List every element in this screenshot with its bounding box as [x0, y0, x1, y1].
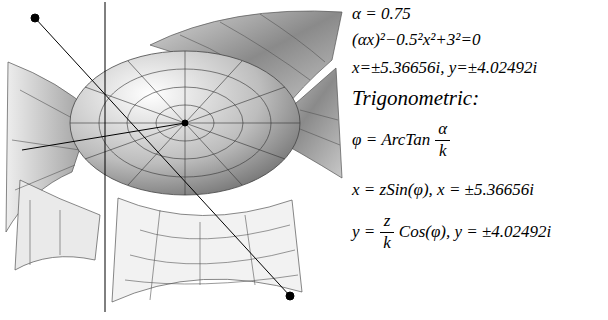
equation-text: z	[384, 211, 391, 231]
surface-grid	[12, 14, 340, 300]
surface-wings	[6, 11, 342, 302]
equation-text: α = 0.75	[352, 4, 411, 24]
equation-text: x = zSin(φ), x = ±5.36656i	[352, 180, 534, 200]
equation-text: y =	[352, 222, 375, 242]
equation-text: k	[439, 141, 447, 161]
equation-text: k	[383, 233, 391, 253]
equation-text: α	[438, 119, 447, 139]
fraction-bar	[435, 140, 450, 141]
equation-text: x=±5.36656i, y=±4.02492i	[352, 58, 537, 78]
equation-text: Cos(φ), y = ±4.02492i	[399, 222, 552, 242]
fraction-bar	[380, 232, 394, 233]
axes	[22, 2, 294, 312]
equation-text: Trigonometric:	[352, 86, 479, 110]
equation-text: φ = ArcTan	[352, 130, 430, 150]
equation-text: (αx)²−0.5²x²+3²=0	[352, 30, 480, 50]
